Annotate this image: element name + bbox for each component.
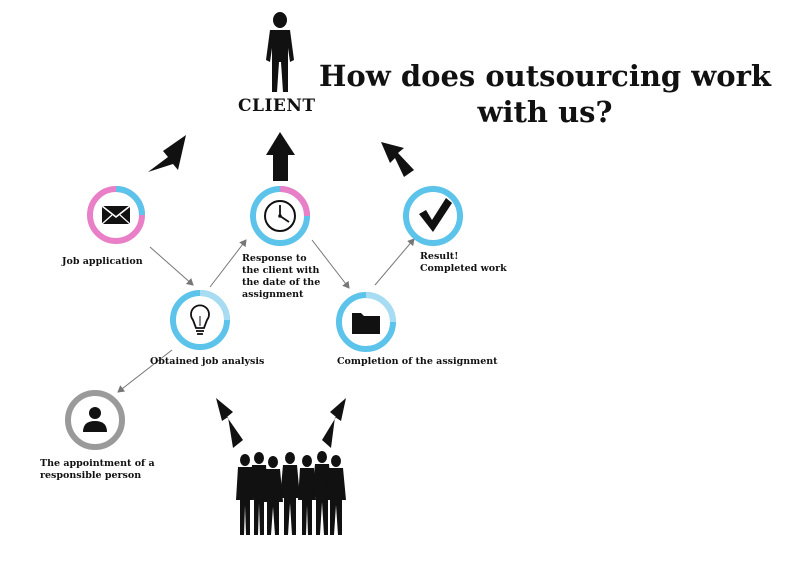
- arrow-team-up-left: [216, 398, 243, 448]
- lightbulb-icon: [190, 304, 210, 335]
- checkmark-icon: [419, 198, 452, 232]
- step-label-response: Response to the client with the date of …: [242, 253, 321, 300]
- clock-icon: [264, 200, 296, 232]
- step-label-job-application: Job application: [62, 256, 143, 267]
- connector-lines: [117, 238, 415, 393]
- arrow-from-result-to-client: [381, 142, 414, 177]
- envelope-icon: [101, 205, 131, 225]
- page-title: How does outsourcing work with us?: [319, 59, 771, 129]
- node-appointment: [65, 390, 125, 450]
- arrow-to-job-application: [148, 135, 186, 172]
- arrow-team-up-right: [322, 398, 346, 448]
- step-label-job-analysis: Obtained job analysis: [150, 356, 265, 367]
- step-label-completion: Completion of the assignment: [337, 356, 498, 367]
- client-label: CLIENT: [238, 96, 316, 116]
- folder-icon: [352, 313, 380, 334]
- team-silhouette-icon: [236, 451, 346, 535]
- step-label-result: Result! Completed work: [420, 251, 507, 274]
- arrow-up-to-client: [266, 132, 295, 181]
- client-silhouette-icon: [266, 12, 294, 92]
- step-label-appointment: The appointment of a responsible person: [40, 458, 155, 481]
- node-result: [403, 186, 463, 246]
- person-icon: [83, 407, 107, 432]
